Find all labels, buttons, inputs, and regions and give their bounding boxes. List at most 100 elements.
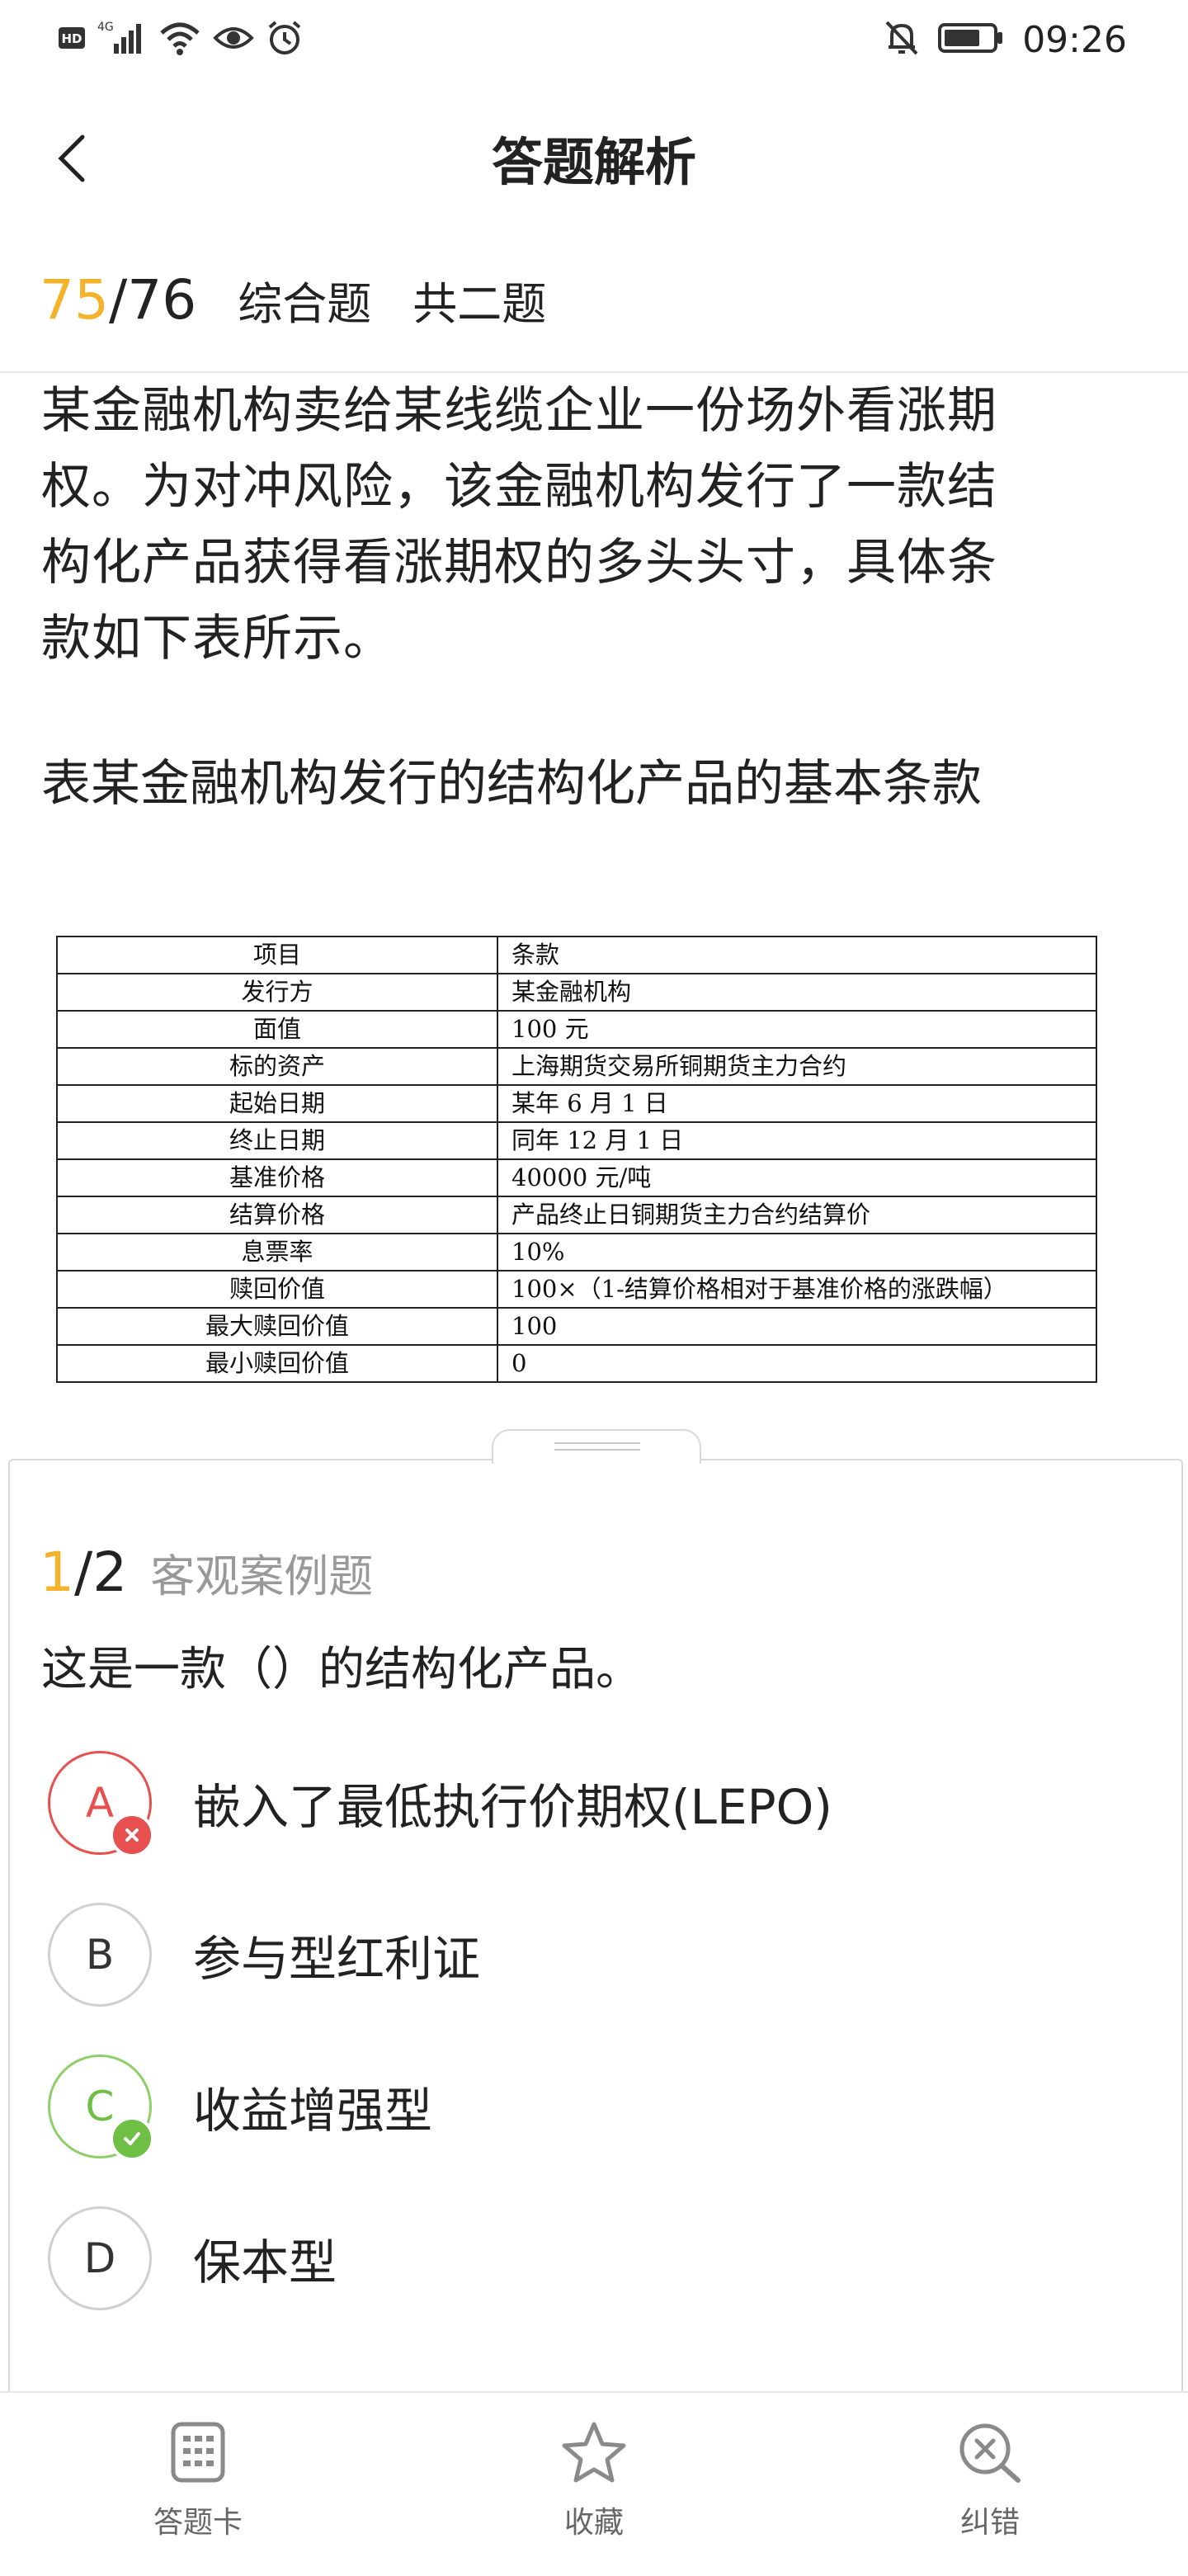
question-count-label: 共二题 <box>412 277 547 330</box>
option-d[interactable]: D 保本型 <box>48 2203 1120 2314</box>
bottom-tab-bar: 答题卡 收藏 纠错 <box>0 2391 1188 2576</box>
table-cell-item: 息票率 <box>56 1233 498 1271</box>
tab-favorite[interactable]: 收藏 <box>495 2421 693 2561</box>
sub-question-sheet <box>8 1459 1183 2393</box>
signal-icon: 4G <box>97 19 147 60</box>
sheet-drag-handle[interactable] <box>492 1429 701 1464</box>
option-a[interactable]: A 嵌入了最低执行价期权(LEPO) <box>48 1748 1120 1858</box>
question-header: 75 /76 综合题 共二题 <box>40 262 546 337</box>
svg-text:4G: 4G <box>97 21 114 34</box>
table-cell-term: 10% <box>497 1233 1097 1271</box>
option-c[interactable]: C 收益增强型 <box>48 2051 1120 2162</box>
table-row: 基准价格 40000 元/吨 <box>56 1158 1097 1197</box>
table-cell-item: 最小赎回价值 <box>56 1344 498 1383</box>
sub-question-header: 1 /2 客观案例题 <box>40 1535 373 1609</box>
table-cell-item: 项目 <box>56 936 498 974</box>
table-cell-term: 100×（1-结算价格相对于基准价格的涨跌幅） <box>497 1270 1097 1309</box>
table-row: 赎回价值 100×（1-结算价格相对于基准价格的涨跌幅） <box>56 1270 1097 1309</box>
stem-line: 权。为对冲风险，该金融机构发行了一款结 <box>41 458 997 516</box>
sub-question-current-number: 1 <box>40 1540 74 1604</box>
option-letter: D <box>83 2234 116 2282</box>
table-cell-item: 发行方 <box>56 973 498 1012</box>
table-cell-item: 标的资产 <box>56 1047 498 1086</box>
table-row: 发行方 某金融机构 <box>56 973 1097 1012</box>
option-text: 保本型 <box>193 2234 337 2291</box>
chevron-left-icon <box>54 132 87 188</box>
option-letter: B <box>85 1931 115 1979</box>
table-cell-item: 赎回价值 <box>56 1270 498 1309</box>
option-text: 嵌入了最低执行价期权(LEPO) <box>193 1779 832 1835</box>
option-text: 收益增强型 <box>193 2083 433 2139</box>
hd-icon: HD <box>58 26 86 54</box>
option-letter-circle: D <box>48 2206 152 2310</box>
wifi-icon <box>158 20 201 59</box>
table-row: 面值 100 元 <box>56 1010 1097 1049</box>
table-cell-term: 产品终止日铜期货主力合约结算价 <box>497 1196 1097 1234</box>
table-cell-term: 40000 元/吨 <box>497 1158 1097 1197</box>
correct-check-icon <box>110 2116 154 2161</box>
table-row: 息票率 10% <box>56 1233 1097 1271</box>
question-current-number: 75 <box>40 267 109 332</box>
table-cell-term: 上海期货交易所铜期货主力合约 <box>497 1047 1097 1086</box>
table-row: 起始日期 某年 6 月 1 日 <box>56 1084 1097 1123</box>
page-title: 答题解析 <box>491 132 696 192</box>
table-cell-term: 条款 <box>497 936 1097 974</box>
svg-text:HD: HD <box>61 31 82 46</box>
stem-line: 某金融机构卖给某线缆企业一份场外看涨期 <box>41 382 997 440</box>
option-text: 参与型红利证 <box>193 1931 481 1987</box>
option-b[interactable]: B 参与型红利证 <box>48 1899 1120 2010</box>
table-cell-item: 基准价格 <box>56 1158 498 1197</box>
option-letter-circle: B <box>48 1903 152 2007</box>
nav-bar: 答题解析 <box>0 99 1188 215</box>
table-cell-term: 100 元 <box>497 1010 1097 1049</box>
option-letter: A <box>85 1779 115 1827</box>
status-time: 09:26 <box>1022 18 1127 61</box>
eye-icon <box>213 21 254 58</box>
option-letter: C <box>85 2083 115 2130</box>
table-row: 结算价格 产品终止日铜期货主力合约结算价 <box>56 1196 1097 1234</box>
table-row: 标的资产 上海期货交易所铜期货主力合约 <box>56 1047 1097 1086</box>
battery-icon <box>938 21 1004 58</box>
question-total-number: /76 <box>108 267 197 332</box>
terms-table: 项目 条款 发行方 某金融机构 面值 100 元 标的资产 上海期货交易所铜期货… <box>56 936 1097 1383</box>
table-row: 最小赎回价值 0 <box>56 1344 1097 1383</box>
table-cell-item: 终止日期 <box>56 1121 498 1160</box>
sub-question-type-label: 客观案例题 <box>150 1550 374 1602</box>
table-cell-term: 0 <box>497 1344 1097 1383</box>
option-letter-circle: A <box>48 1751 154 1857</box>
sub-question-total-number: /2 <box>74 1540 128 1604</box>
table-title: 表某金融机构发行的结构化产品的基本条款 <box>41 755 982 813</box>
back-button[interactable] <box>46 129 96 191</box>
tab-error-report[interactable]: 纠错 <box>891 2421 1089 2561</box>
table-row: 终止日期 同年 12 月 1 日 <box>56 1121 1097 1160</box>
tab-label: 收藏 <box>563 2506 624 2540</box>
option-letter-circle: C <box>48 2055 154 2161</box>
header-divider <box>0 371 1188 373</box>
wrong-mark-icon <box>110 1813 154 1857</box>
table-cell-term: 100 <box>497 1307 1097 1346</box>
alarm-icon <box>266 19 304 60</box>
answer-sheet-icon <box>170 2421 226 2487</box>
table-cell-term: 某年 6 月 1 日 <box>497 1084 1097 1123</box>
status-right-indicators: 09:26 <box>884 15 1127 64</box>
table-row: 项目 条款 <box>56 936 1097 974</box>
status-bar: HD 4G <box>0 0 1188 79</box>
stem-line: 款如下表所示。 <box>41 610 394 668</box>
grip-line <box>554 1449 640 1451</box>
status-left-indicators: HD 4G <box>58 18 304 61</box>
question-stem: 某金融机构卖给某线缆企业一份场外看涨期 权。为对冲风险，该金融机构发行了一款结 … <box>41 373 1147 677</box>
tab-answer-sheet[interactable]: 答题卡 <box>99 2421 297 2561</box>
table-cell-item: 结算价格 <box>56 1196 498 1234</box>
question-type-label: 综合题 <box>238 277 372 330</box>
tab-label: 答题卡 <box>153 2506 243 2540</box>
star-icon <box>561 2421 627 2487</box>
grip-line <box>554 1442 640 1444</box>
mute-bell-icon <box>884 19 920 60</box>
stem-line: 构化产品获得看涨期权的多头头寸，具体条 <box>41 534 997 592</box>
table-cell-item: 最大赎回价值 <box>56 1307 498 1346</box>
sub-question-text: 这是一款（）的结构化产品。 <box>41 1643 642 1696</box>
error-report-icon <box>957 2421 1023 2487</box>
tab-label: 纠错 <box>959 2506 1020 2540</box>
table-row: 最大赎回价值 100 <box>56 1307 1097 1346</box>
table-cell-item: 起始日期 <box>56 1084 498 1123</box>
